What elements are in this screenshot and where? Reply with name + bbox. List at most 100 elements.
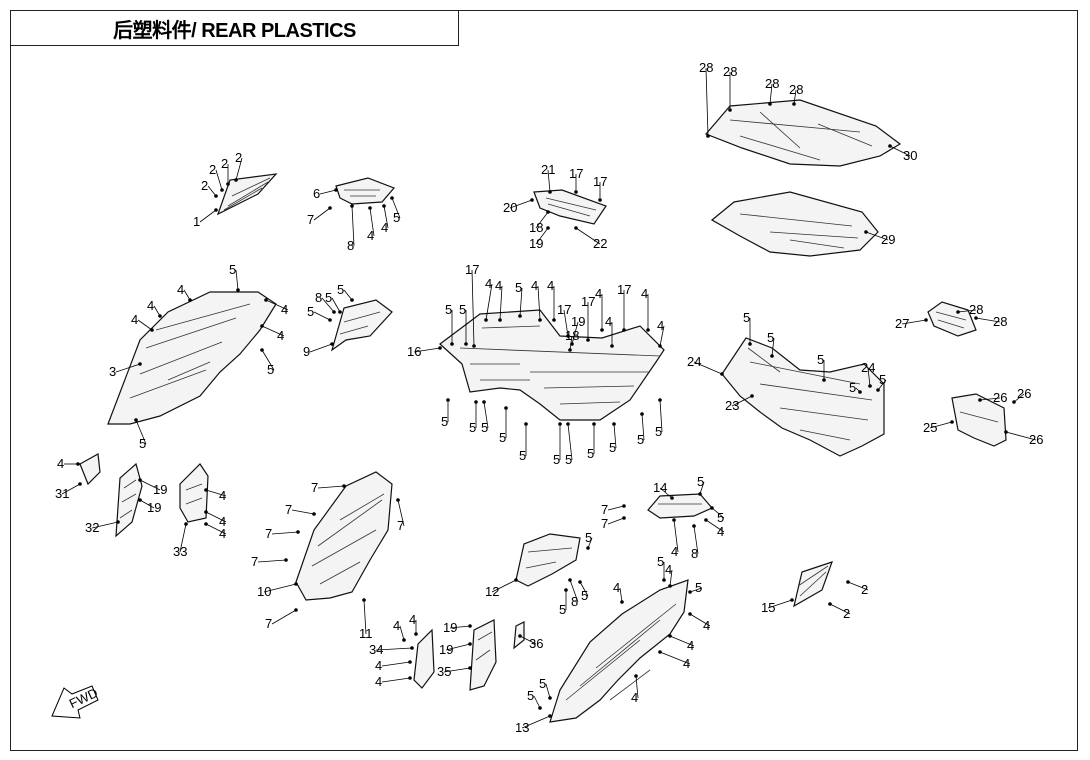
callout-leader: [351, 205, 355, 247]
callout-point: [858, 390, 862, 394]
callout-leader: [705, 67, 709, 137]
callout-point: [414, 632, 418, 636]
callout-leader: [1013, 393, 1025, 403]
callout-point: [328, 318, 332, 322]
callout-point: [568, 348, 572, 352]
callout-point: [1012, 400, 1016, 404]
callout-number: 4: [219, 526, 226, 541]
callout-leader: [135, 419, 147, 445]
callout-number: 5: [587, 446, 594, 461]
callout-point: [446, 398, 450, 402]
callout-leader: [659, 487, 673, 499]
part-10-side-panel: [295, 471, 393, 601]
callout-number: 4: [219, 488, 226, 503]
callout-number: 5: [609, 440, 616, 455]
callout-number: 23: [725, 398, 739, 413]
callout-number: 2: [843, 606, 850, 621]
callout-point: [612, 422, 616, 426]
callout-number: 27: [895, 316, 909, 331]
callout-number: 5: [539, 676, 546, 691]
callout-number: 7: [397, 518, 404, 533]
callout-leader: [889, 145, 911, 157]
callout-number: 19: [153, 482, 167, 497]
callout-leader: [261, 349, 275, 371]
callout-number: 19: [439, 642, 453, 657]
callout-leader: [309, 343, 333, 353]
callout-leader: [321, 297, 335, 313]
callout-leader: [115, 363, 141, 373]
callout-point: [158, 314, 162, 318]
callout-number: 5: [337, 282, 344, 297]
callout-leader: [471, 269, 475, 347]
part-3-left-fender: [107, 291, 277, 425]
callout-leader: [847, 581, 869, 591]
callout-point: [670, 496, 674, 500]
callout-number: 4: [605, 314, 612, 329]
callout-leader: [391, 197, 401, 219]
callout-number: 7: [601, 516, 608, 531]
callout-number: 7: [307, 212, 314, 227]
callout-number: 4: [547, 278, 554, 293]
callout-point: [226, 182, 230, 186]
callout-leader: [183, 289, 191, 301]
callout-leader: [699, 481, 705, 495]
callout-leader: [579, 581, 589, 597]
callout-point: [792, 102, 796, 106]
callout-number: 4: [717, 524, 724, 539]
part-30-rear-cover: [704, 99, 902, 167]
callout-number: 2: [221, 156, 228, 171]
callout-point: [548, 190, 552, 194]
callout-leader: [705, 519, 725, 533]
callout-point: [586, 338, 590, 342]
callout-number: 28: [789, 82, 803, 97]
callout-point: [558, 422, 562, 426]
callout-number: 4: [177, 282, 184, 297]
callout-leader: [205, 511, 227, 523]
callout-number: 2: [209, 162, 216, 177]
callout-number: 4: [657, 318, 664, 333]
callout-leader: [313, 311, 331, 321]
callout-point: [138, 498, 142, 502]
callout-number: 4: [277, 328, 284, 343]
callout-leader: [205, 523, 227, 535]
callout-number: 7: [601, 502, 608, 517]
callout-leader: [443, 667, 471, 673]
callout-leader: [571, 321, 579, 345]
callout-number: 17: [581, 294, 595, 309]
part-29-rear-liner: [710, 191, 879, 257]
callout-point: [382, 204, 386, 208]
callout-point: [468, 666, 472, 670]
callout-point: [728, 108, 732, 112]
callout-point: [408, 660, 412, 664]
part-33-side-cover: [179, 463, 209, 523]
callout-point: [350, 298, 354, 302]
callout-point: [410, 646, 414, 650]
callout-number: 5: [743, 310, 750, 325]
callout-point: [610, 344, 614, 348]
callout-number: 2: [235, 150, 242, 165]
callout-number: 5: [581, 588, 588, 603]
callout-point: [474, 400, 478, 404]
callout-point: [530, 198, 534, 202]
callout-number: 5: [393, 210, 400, 225]
callout-point: [204, 488, 208, 492]
callout-leader: [607, 505, 625, 511]
callout-leader: [261, 325, 285, 337]
callout-point: [566, 422, 570, 426]
callout-leader: [199, 209, 217, 223]
callout-point: [134, 418, 138, 422]
callout-leader: [413, 347, 441, 353]
callout-point: [706, 134, 710, 138]
callout-number: 24: [861, 360, 875, 375]
callout-number: 4: [641, 286, 648, 301]
callout-point: [312, 512, 316, 516]
callout-leader: [449, 625, 471, 629]
part-12-bracket: [515, 533, 581, 587]
part-20-assembly: [533, 189, 607, 225]
callout-leader: [317, 485, 345, 489]
callout-number: 8: [315, 290, 322, 305]
callout-point: [484, 318, 488, 322]
part-1-grille: [216, 173, 278, 216]
callout-number: 28: [993, 314, 1007, 329]
